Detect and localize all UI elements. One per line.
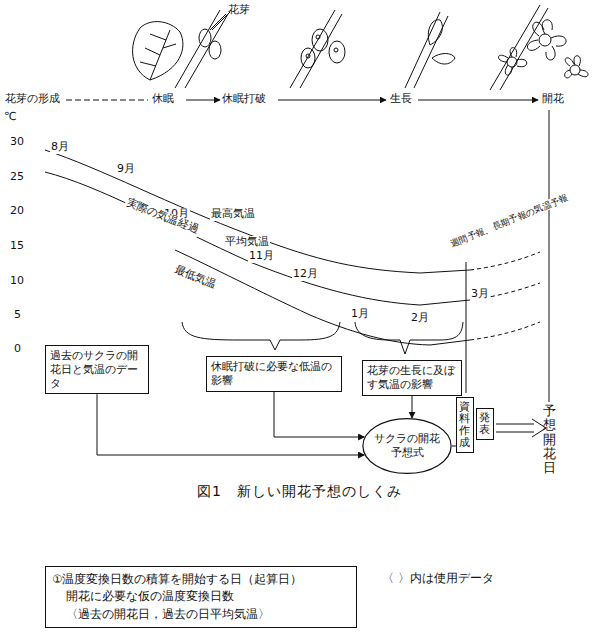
input-box: 花芽の生長に及ぼす気温の影響 (362, 360, 462, 396)
stage-arrow (418, 100, 538, 101)
process-box: 資料作成 (456, 397, 474, 453)
branch (490, 5, 548, 90)
branch (290, 10, 342, 88)
axis-label: 30 (10, 136, 24, 149)
axis-label: 20 (10, 205, 24, 218)
month-label: 1月 (350, 308, 370, 321)
curve-label: 最高気温 (210, 208, 256, 221)
axis-label: 25 (10, 171, 24, 184)
connector (274, 392, 364, 438)
axis-label: ℃ (4, 111, 16, 124)
stage-dash (66, 100, 148, 101)
month-label: 3月 (470, 288, 490, 301)
stage-arrow (186, 100, 220, 101)
month-label: 12月 (292, 268, 319, 281)
leaf (133, 22, 183, 80)
node-text: 花芽の生長に及ぼす気温の影響 (367, 364, 457, 392)
bloom-line (549, 110, 550, 402)
curve-label: 週間予報、長期予報の気温予報 (448, 192, 571, 250)
brace (182, 322, 340, 350)
blossom (498, 20, 588, 78)
stage-label: 生長 (390, 93, 412, 106)
month-label: 11月 (248, 250, 275, 263)
node-text: 過去のサクラの開花日と気温のデータ (50, 349, 144, 390)
min-temp-curve (175, 250, 470, 345)
step-box: ①温度変換日数の積算を開始する日（起算日）開花に必要な仮の温度変換日数〈過去の開… (45, 566, 357, 628)
node-text: 資料作成 (459, 401, 470, 449)
connector (97, 394, 364, 455)
month-label: 2月 (410, 312, 430, 325)
mean-temp-curve (45, 172, 470, 305)
node-text: 開花に必要な仮の温度変換日数 (52, 588, 350, 605)
input-box: 休眠打破に必要な低温の影響 (206, 356, 342, 392)
brace (355, 322, 463, 354)
leader-line (210, 14, 226, 30)
caption: 図1 新しい開花予想のしくみ (0, 483, 599, 501)
formula-ellipse: サクラの開花予想式 (362, 418, 452, 474)
note: 〈 〉内は使用データ (382, 572, 494, 585)
part-label: 花芽 (228, 4, 250, 17)
process-box: 発表 (476, 408, 494, 440)
double-arrow (496, 419, 546, 437)
stage-arrow (278, 100, 386, 101)
stage-label: 開花 (542, 93, 564, 106)
node-text: 発表 (479, 412, 490, 436)
forecast-curve (470, 252, 540, 340)
stage-label: 休眠 (152, 93, 174, 106)
connector (412, 396, 413, 419)
node-text: サクラの開花予想式 (374, 432, 440, 460)
axis-label: 15 (10, 240, 24, 253)
node-text: 〈過去の開花日，過去の日平均気温〉 (52, 606, 350, 623)
axis-label: 5 (14, 309, 21, 322)
month-label: 9月 (116, 163, 136, 176)
curve-label: 平均気温 (224, 236, 270, 249)
result-label: 予想開花日 (543, 404, 556, 475)
node-text: ①温度変換日数の積算を開始する日（起算日） (52, 571, 350, 588)
stage-label: 休眠打破 (222, 93, 266, 106)
axis-label: 10 (10, 275, 24, 288)
now-line (466, 262, 467, 393)
node-text: 休眠打破に必要な低温の影響 (211, 360, 337, 388)
data-box: 過去のサクラの開花日と気温のデータ (45, 345, 149, 394)
month-label: 8月 (50, 141, 70, 154)
axis-label: 0 (14, 343, 21, 356)
stage-label: 花芽の形成 (5, 93, 60, 106)
max-temp-curve (45, 150, 470, 273)
